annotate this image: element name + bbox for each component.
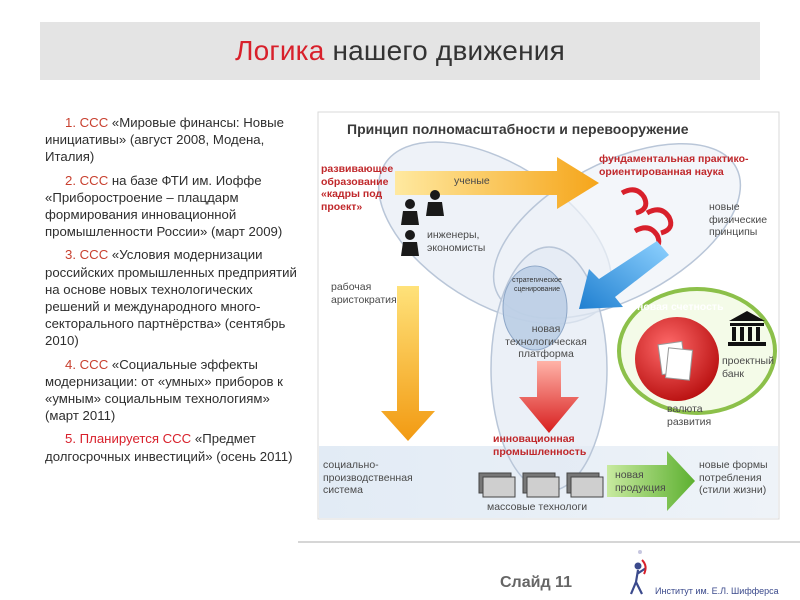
- list-item: 5. Планируется ССС «Предмет долгосрочных…: [45, 430, 297, 464]
- list-item: 2. ССС на базе ФТИ им. Иоффе «Приборостр…: [45, 172, 297, 241]
- arrow-scientists: [395, 157, 599, 209]
- person-icon: [426, 190, 444, 216]
- label-engineers: инженеры, экономисты: [427, 229, 486, 254]
- arrow-innovation: [519, 361, 579, 433]
- footer-divider: [298, 541, 800, 543]
- person-icon: [401, 230, 419, 256]
- label-new-principles: новые физические принципы: [709, 201, 768, 238]
- label-new-product: новая продукция: [615, 469, 666, 494]
- document-icon: [664, 347, 694, 381]
- label-mass-tech: массовые технологи: [487, 501, 588, 513]
- item-number: 1. ССС: [65, 115, 109, 130]
- item-number: 3. ССС: [65, 247, 109, 263]
- arrow-principles: [579, 241, 669, 309]
- item-text: «Условия модернизации российских промышл…: [45, 247, 297, 349]
- ellipse-center: [502, 265, 568, 351]
- list-item: 1. ССС «Мировые финансы: Новые инициатив…: [45, 114, 297, 166]
- item-number: 5. Планируется ССС: [65, 431, 192, 447]
- label-working-aristocracy: рабочая аристократия: [331, 281, 397, 306]
- title-rest: нашего движения: [324, 35, 565, 66]
- diagram-heading: Принцип полномасштабности и перевооружен…: [347, 121, 689, 137]
- label-new-reporting: новая счетность: [637, 301, 724, 313]
- slide-title: Логика нашего движения: [235, 35, 565, 67]
- label-currency: валюта развития: [667, 403, 712, 428]
- label-project-bank: проектный банк: [722, 355, 774, 380]
- label-scientists: ученые: [454, 175, 490, 187]
- bank-icon: [728, 311, 766, 346]
- list-item: 3. ССС «Условия модернизации российских …: [45, 246, 297, 349]
- item-number: 2. ССС: [65, 172, 109, 188]
- item-text: на базе ФТИ им. Иоффе «Приборостроение –…: [45, 172, 283, 240]
- principle-diagram: Принцип полномасштабности и перевооружен…: [317, 111, 780, 520]
- conference-list: 1. ССС «Мировые финансы: Новые инициатив…: [45, 114, 297, 471]
- label-social-system: социально-производственная система: [323, 459, 413, 496]
- item-text: «Социальные эффекты модернизации: от «ум…: [45, 356, 283, 424]
- label-new-platform: новая технологическая платформа: [505, 323, 587, 360]
- slide-number: Слайд 11: [500, 574, 572, 591]
- item-text: «Предмет долгосрочных инвестиций» (осень…: [45, 431, 293, 464]
- title-accent: Логика: [235, 35, 325, 66]
- server-icon: [566, 472, 604, 498]
- diagram-graphics: [317, 111, 780, 520]
- label-dev-education: развивающее образование «кадры под проек…: [321, 163, 394, 213]
- list-item: 4. ССС «Социальные эффекты модернизации:…: [45, 356, 297, 425]
- label-consumption: новые формы потребления (стили жизни): [699, 459, 768, 496]
- server-icon: [478, 472, 516, 498]
- arrow-consumption: [607, 451, 695, 511]
- title-bar: Логика нашего движения: [40, 22, 760, 80]
- label-fundamental-science: фундаментальная практико-ориентированная…: [599, 153, 749, 178]
- label-strategic-scenario: стратегическое сценирование: [512, 277, 562, 293]
- institute-logo-icon: [629, 550, 647, 595]
- person-icon: [401, 199, 419, 225]
- institute-name: Институт им. Е.Л. Шифферса: [655, 586, 779, 596]
- item-number: 4. ССС: [65, 356, 109, 372]
- item-text: «Мировые финансы: Новые инициативы» (авг…: [45, 115, 284, 165]
- arrow-aristocracy: [381, 286, 435, 441]
- server-icon: [522, 472, 560, 498]
- label-innovation-industry: инновационная промышленность: [493, 433, 587, 458]
